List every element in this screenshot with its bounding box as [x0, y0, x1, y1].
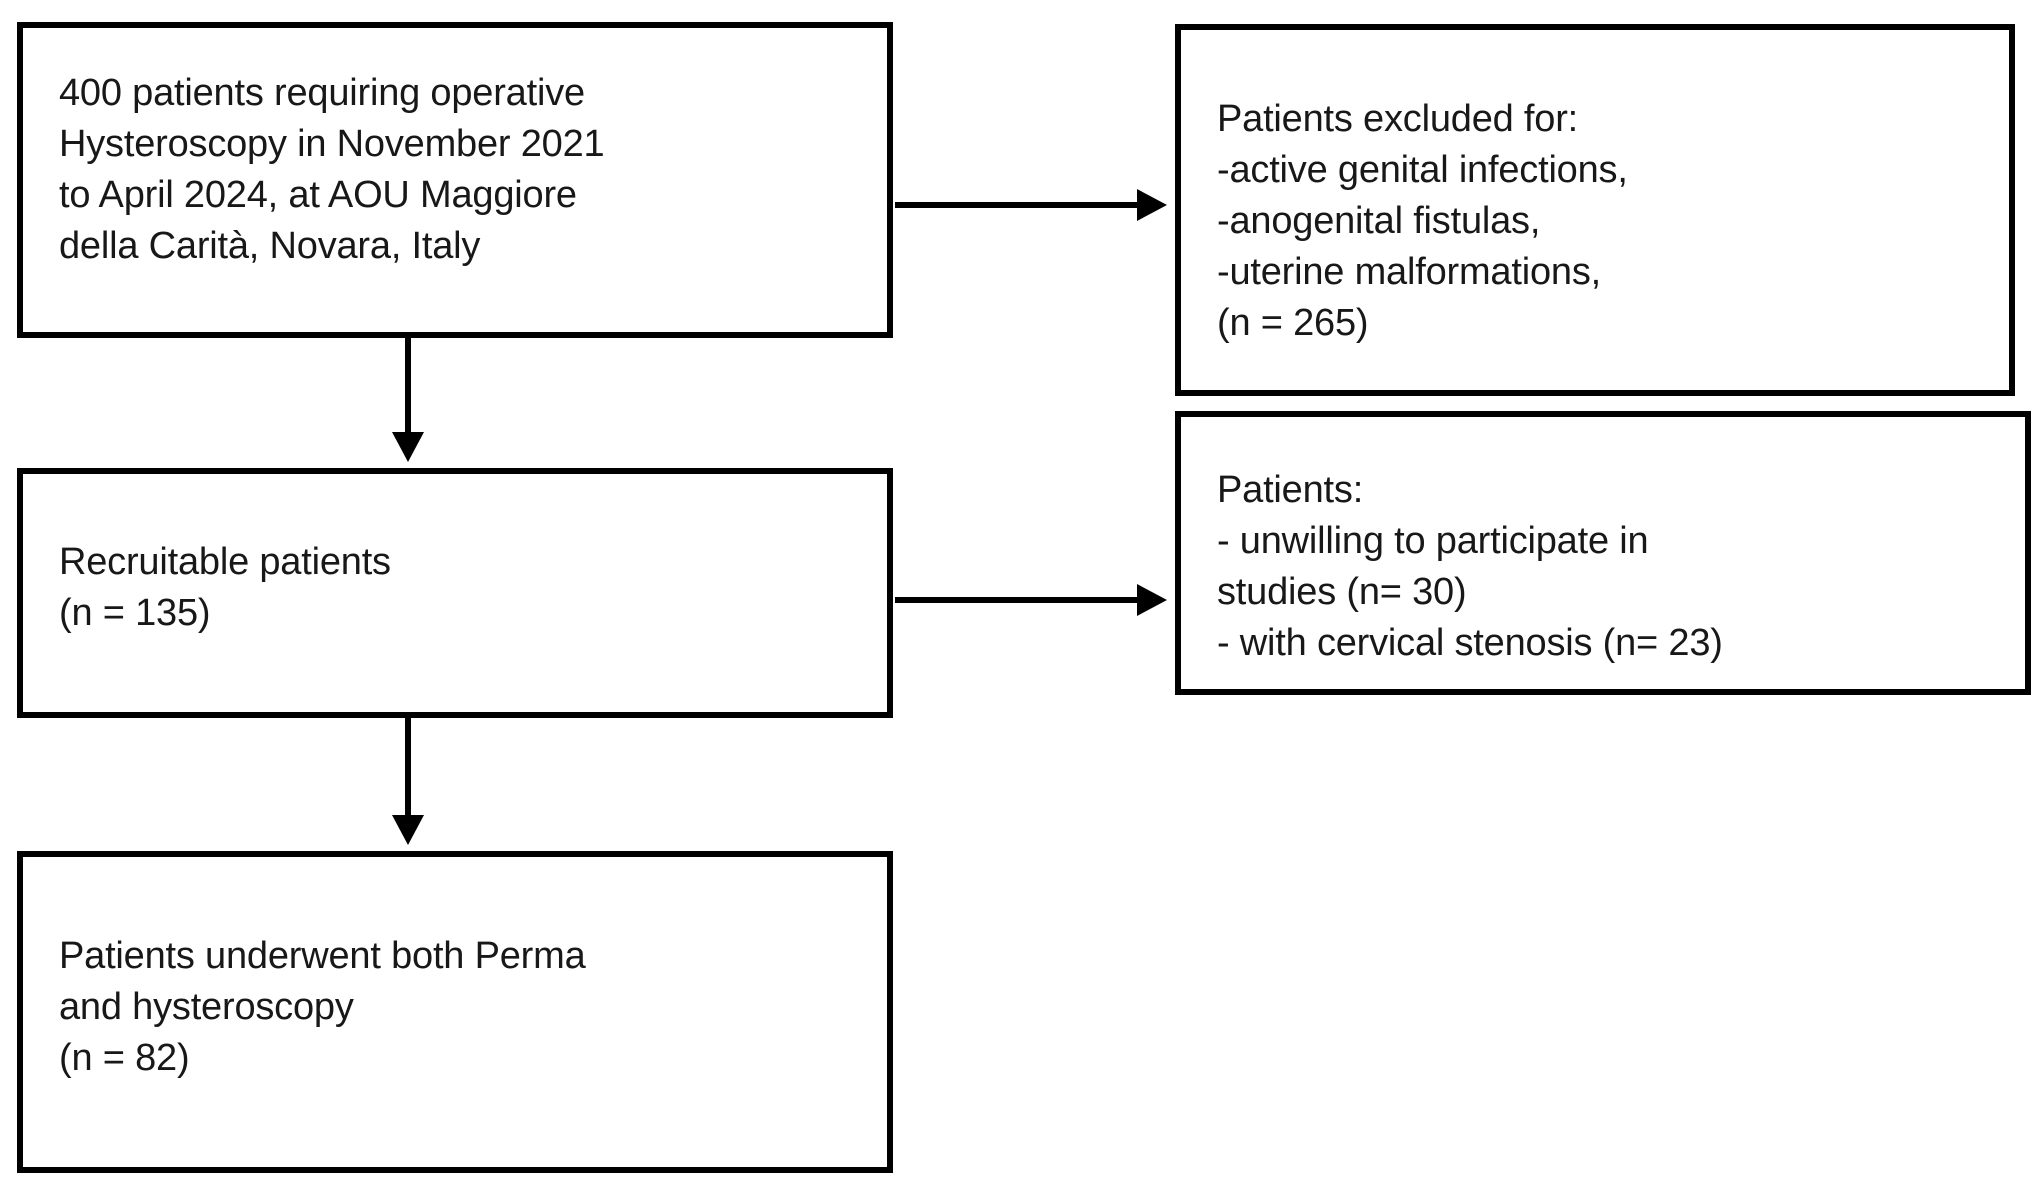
- connector-recruitable-to-non-participating: [895, 597, 1155, 603]
- arrowhead-down-icon: [392, 815, 424, 845]
- recruitable-patients-text: Recruitable patients (n = 135): [59, 541, 391, 634]
- arrowhead-right-icon: [1137, 584, 1167, 616]
- connector-recruitable-to-underwent: [405, 718, 411, 820]
- non-participating-patients-box: Patients: - unwilling to participate in …: [1175, 411, 2031, 695]
- source-population-text: 400 patients requiring operative Hystero…: [59, 72, 605, 267]
- connector-source-to-recruitable: [405, 338, 411, 438]
- excluded-patients-box: Patients excluded for: -active genital i…: [1175, 24, 2015, 396]
- arrowhead-down-icon: [392, 432, 424, 462]
- arrowhead-right-icon: [1137, 189, 1167, 221]
- connector-source-to-excluded: [895, 202, 1155, 208]
- non-participating-patients-text: Patients: - unwilling to participate in …: [1217, 469, 1723, 664]
- underwent-both-box: Patients underwent both Perma and hyster…: [17, 851, 893, 1173]
- underwent-both-text: Patients underwent both Perma and hyster…: [59, 935, 586, 1079]
- recruitable-patients-box: Recruitable patients (n = 135): [17, 468, 893, 718]
- source-population-box: 400 patients requiring operative Hystero…: [17, 22, 893, 338]
- excluded-patients-text: Patients excluded for: -active genital i…: [1217, 98, 1628, 344]
